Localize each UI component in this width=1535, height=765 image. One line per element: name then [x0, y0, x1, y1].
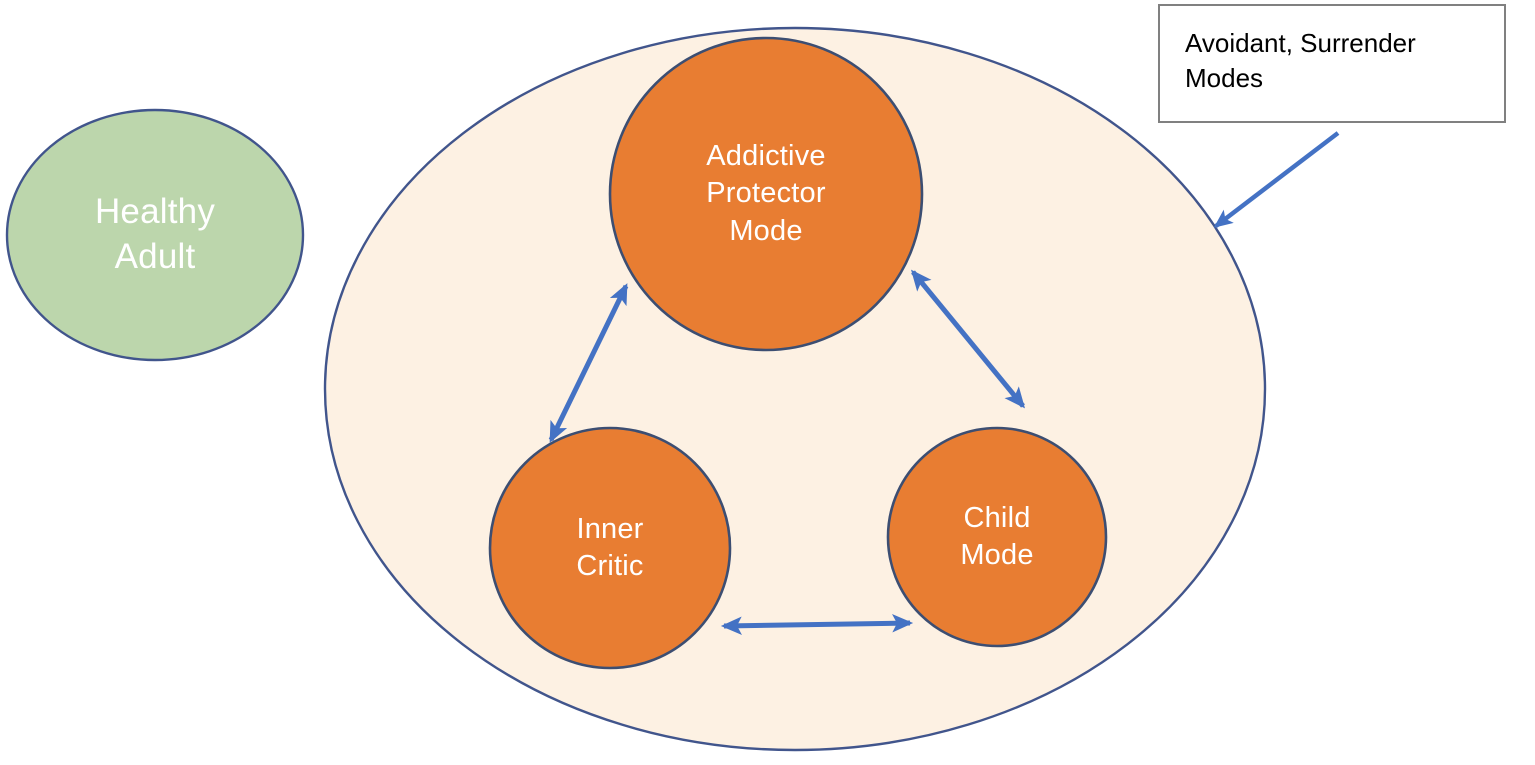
healthy-adult-ellipse[interactable]	[5, 108, 305, 362]
connector-protector-child-mode	[911, 269, 1025, 409]
avoidant-surrender-modes-callout[interactable]: Avoidant, Surrender Modes	[1158, 4, 1506, 123]
connector-protector-inner-critic	[548, 283, 629, 443]
callout-line-2: Modes	[1185, 62, 1264, 93]
callout-text-block: Avoidant, Surrender Modes	[1185, 26, 1485, 95]
connector-inner-critic-child-mode	[720, 614, 914, 635]
inner-critic-circle[interactable]	[488, 426, 732, 670]
connector-callout-pointer	[1213, 131, 1340, 228]
callout-line-1: Avoidant, Surrender	[1185, 28, 1416, 58]
addictive-protector-circle[interactable]	[608, 36, 924, 352]
child-mode-circle[interactable]	[886, 426, 1108, 648]
